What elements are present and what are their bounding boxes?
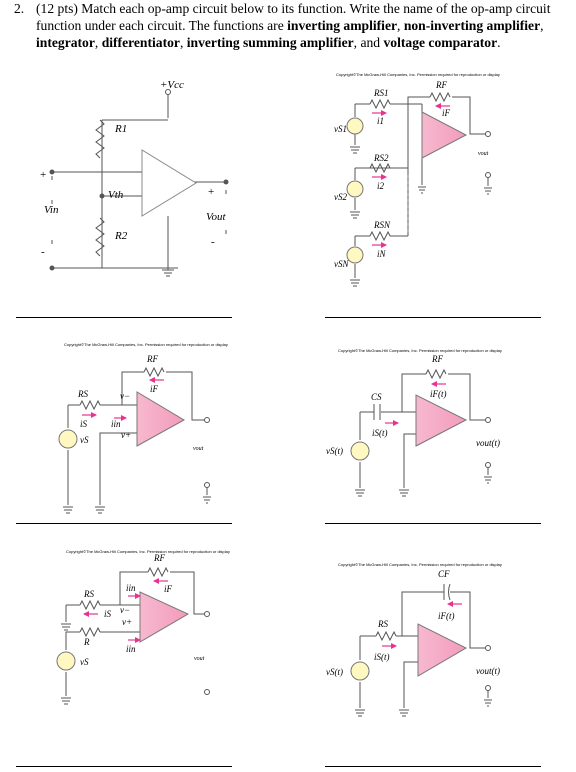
noninverting-iin1: iin [126, 583, 136, 593]
noninverting-vs: vS [80, 657, 89, 667]
noninverting-vminus: v− [120, 605, 130, 615]
noninverting-rf: RF [153, 553, 165, 563]
comparator-r1: R1 [114, 123, 127, 135]
comparator-vout: Vout [206, 211, 227, 223]
summing-current-arrows [372, 103, 450, 248]
inverting-vplus: v+ [121, 430, 131, 440]
summing-vs1: vS1 [334, 124, 347, 134]
differentiator-vs: vS(t) [326, 446, 343, 456]
summing-circuit [346, 91, 492, 287]
comparator-vcc: +Vcc [160, 79, 184, 91]
answer-line-2[interactable] [325, 317, 541, 318]
comparator-minus-out: - [211, 236, 215, 248]
inverting-labels: RF iF RS iS vS iin v− v+ vout [77, 354, 204, 452]
noninverting-vplus: v+ [122, 617, 132, 627]
summing-rf: RF [435, 80, 447, 90]
question-text: (12 pts) Match each op-amp circuit below… [36, 1, 551, 50]
summing-copyright: Copyright©The McGraw-Hill Companies, Inc… [336, 72, 500, 77]
answer-line-5[interactable] [16, 766, 232, 767]
answer-line-3[interactable] [16, 523, 232, 524]
differentiator-vout: vout(t) [476, 438, 500, 448]
integrator-if: iF(t) [438, 611, 455, 621]
comparator-plus-out: + [208, 186, 214, 198]
noninverting-labels: RF iF RS iS iin iin R vS v− v+ vout [80, 553, 205, 667]
summing-vsn: vSN [334, 259, 349, 269]
inverting-rf: RF [146, 354, 158, 364]
summing-i2: i2 [377, 181, 385, 191]
summing-vout: vout [478, 151, 489, 157]
differentiator-circuit [350, 368, 492, 497]
comparator-r2: R2 [114, 230, 128, 242]
comparator-labels: +Vcc R1 R2 Vth Vin Vout + - + - [40, 79, 227, 258]
integrator-circuit [350, 583, 492, 717]
inverting-current-arrows [82, 377, 164, 421]
summing-rs2: RS2 [373, 153, 389, 163]
inverting-if: iF [150, 384, 159, 394]
summing-rs1: RS1 [373, 88, 389, 98]
answer-line-1[interactable] [16, 317, 232, 318]
summing-i1: i1 [377, 116, 384, 126]
inverting-rs: RS [77, 389, 88, 399]
comparator-minus-in: - [41, 246, 45, 258]
function-noninverting: non-inverting amplifier [403, 18, 541, 33]
noninverting-circuit [56, 566, 210, 705]
inverting-copyright: Copyright©The McGraw-Hill Companies, Inc… [64, 342, 228, 347]
integrator-is: iS(t) [374, 652, 390, 662]
integrator-vs: vS(t) [326, 667, 343, 677]
function-summing: inverting summing amplifier [186, 35, 354, 50]
question-number: 2. [14, 1, 25, 16]
answer-line-6[interactable] [325, 766, 541, 767]
summing-labels: RF iF RS1 i1 vS1 RS2 i2 vS2 RSN iN vSN v… [334, 80, 489, 269]
comparator-plus-in: + [40, 169, 46, 181]
inverting-vminus: v− [120, 391, 130, 401]
inverting-circuit [58, 366, 211, 514]
noninverting-if: iF [164, 584, 173, 594]
function-integrator: integrator [36, 35, 95, 50]
noninverting-rs: RS [83, 589, 94, 599]
noninverting-is: iS [104, 609, 112, 619]
differentiator-cs: CS [371, 392, 382, 402]
inverting-is: iS [80, 419, 88, 429]
function-differentiator: differentiator [101, 35, 180, 50]
differentiator-copyright: Copyright©The McGraw-Hill Companies, Inc… [338, 348, 502, 353]
noninverting-current-arrows [83, 578, 168, 643]
noninverting-copyright: Copyright©The McGraw-Hill Companies, Inc… [66, 549, 230, 554]
comparator-vin: Vin [44, 204, 59, 216]
differentiator-if: iF(t) [430, 389, 447, 399]
integrator-labels: CF iF(t) RS iS(t) vS(t) vout(t) [326, 569, 500, 677]
question-lead: (12 pts) Match each op-amp circuit below… [36, 1, 551, 33]
summing-in: iN [377, 249, 387, 259]
summing-rsn: RSN [373, 220, 391, 230]
function-inverting: inverting amplifier [287, 18, 398, 33]
inverting-vs: vS [80, 435, 89, 445]
noninverting-iin2: iin [126, 644, 136, 654]
inverting-vout: vout [193, 446, 204, 452]
differentiator-rf: RF [431, 354, 443, 364]
comparator-vth: Vth [108, 189, 124, 201]
differentiator-labels: RF iF(t) CS iS(t) vS(t) vout(t) [326, 354, 500, 456]
integrator-rs: RS [377, 619, 388, 629]
differentiator-current-arrows [385, 381, 446, 426]
summing-if: iF [442, 108, 451, 118]
summing-vs2: vS2 [334, 192, 347, 202]
function-comparator: voltage comparator [383, 35, 498, 50]
noninverting-vout: vout [194, 656, 205, 662]
comparator-circuit [49, 89, 229, 277]
integrator-current-arrows [382, 601, 462, 649]
noninverting-r: R [83, 637, 90, 647]
integrator-cf: CF [438, 569, 450, 579]
answer-line-4[interactable] [325, 523, 541, 524]
integrator-vout: vout(t) [476, 666, 500, 676]
inverting-iin: iin [111, 419, 121, 429]
integrator-copyright: Copyright©The McGraw-Hill Companies, Inc… [338, 562, 502, 567]
question-end: . [497, 35, 501, 50]
question-and: and [360, 35, 381, 50]
differentiator-is: iS(t) [372, 428, 388, 438]
